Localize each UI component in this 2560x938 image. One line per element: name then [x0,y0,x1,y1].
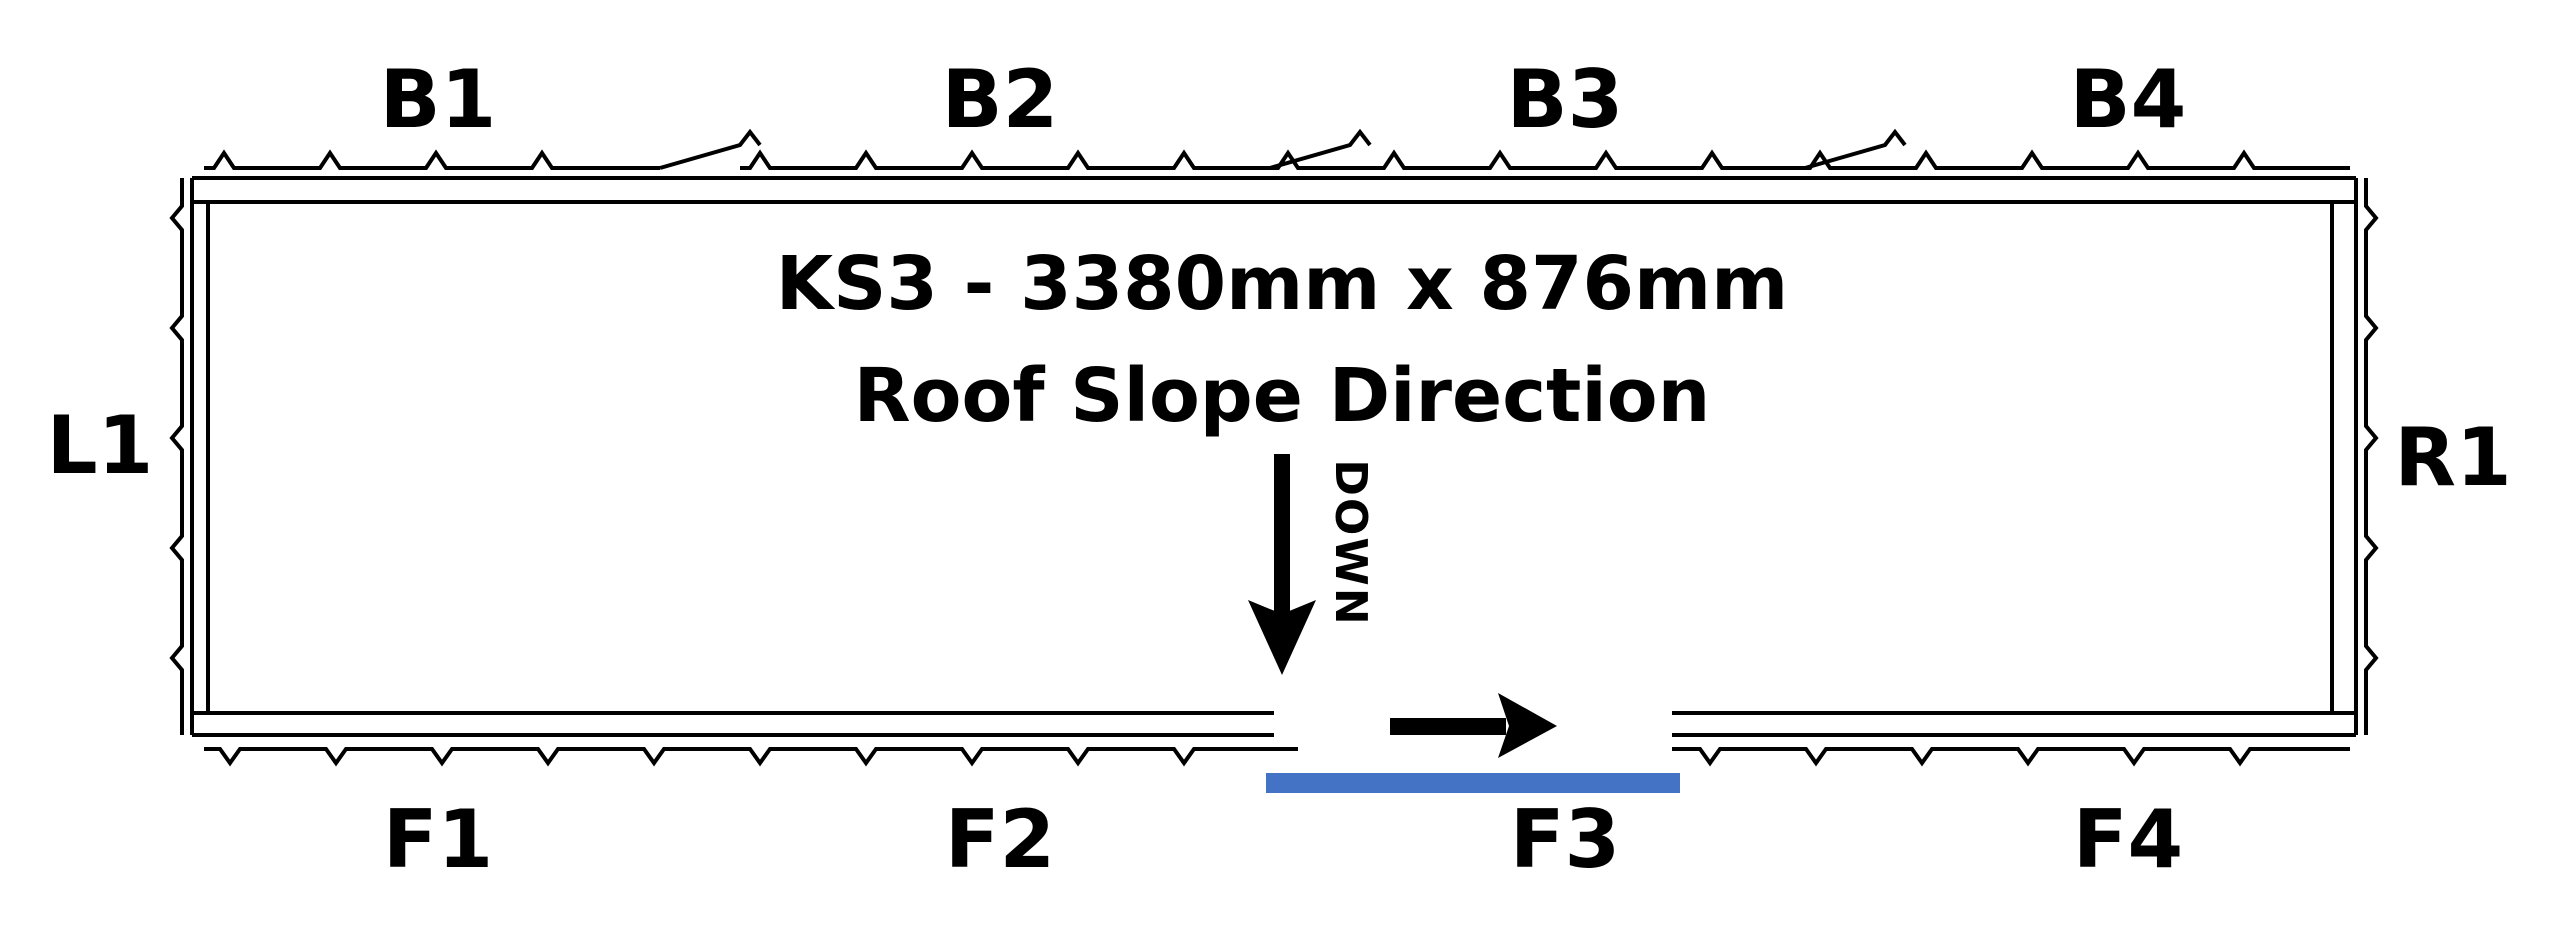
back-sheet-profile-2 [740,149,1270,170]
label-r1: R1 [2394,411,2512,504]
label-b4: B4 [2069,53,2187,146]
label-b2: B2 [941,53,1059,146]
sheet-overlap-3 [1804,128,1907,170]
label-f3: F3 [1509,793,1621,886]
right-side-profile [2364,178,2379,735]
down-arrow-icon [1248,454,1316,675]
sheet-overlap-2 [1269,128,1372,170]
right-arrow-icon [1390,693,1557,758]
front-sheet-profile-left [204,747,1298,767]
label-b3: B3 [1506,53,1624,146]
corrugated-sheets [169,128,2379,767]
back-sheet-profile-1 [204,149,660,170]
label-f1: F1 [382,793,494,886]
label-b1: B1 [379,53,497,146]
roof-frame [190,176,2358,737]
back-sheet-profile-4 [1800,149,2350,170]
label-l1: L1 [46,399,154,492]
diagram-subtitle: Roof Slope Direction [853,353,1711,439]
slope-direction-label: DOWN [1325,459,1376,627]
front-sheet-profile-right [1672,747,2350,767]
diagram-title: KS3 - 3380mm x 876mm [775,241,1789,327]
label-f2: F2 [944,793,1056,886]
left-side-profile [169,178,184,735]
highlight-bar-f3 [1266,773,1680,793]
sheet-overlap-1 [659,128,762,170]
back-sheet-profile-3 [1268,149,1805,170]
label-f4: F4 [2072,793,2184,886]
